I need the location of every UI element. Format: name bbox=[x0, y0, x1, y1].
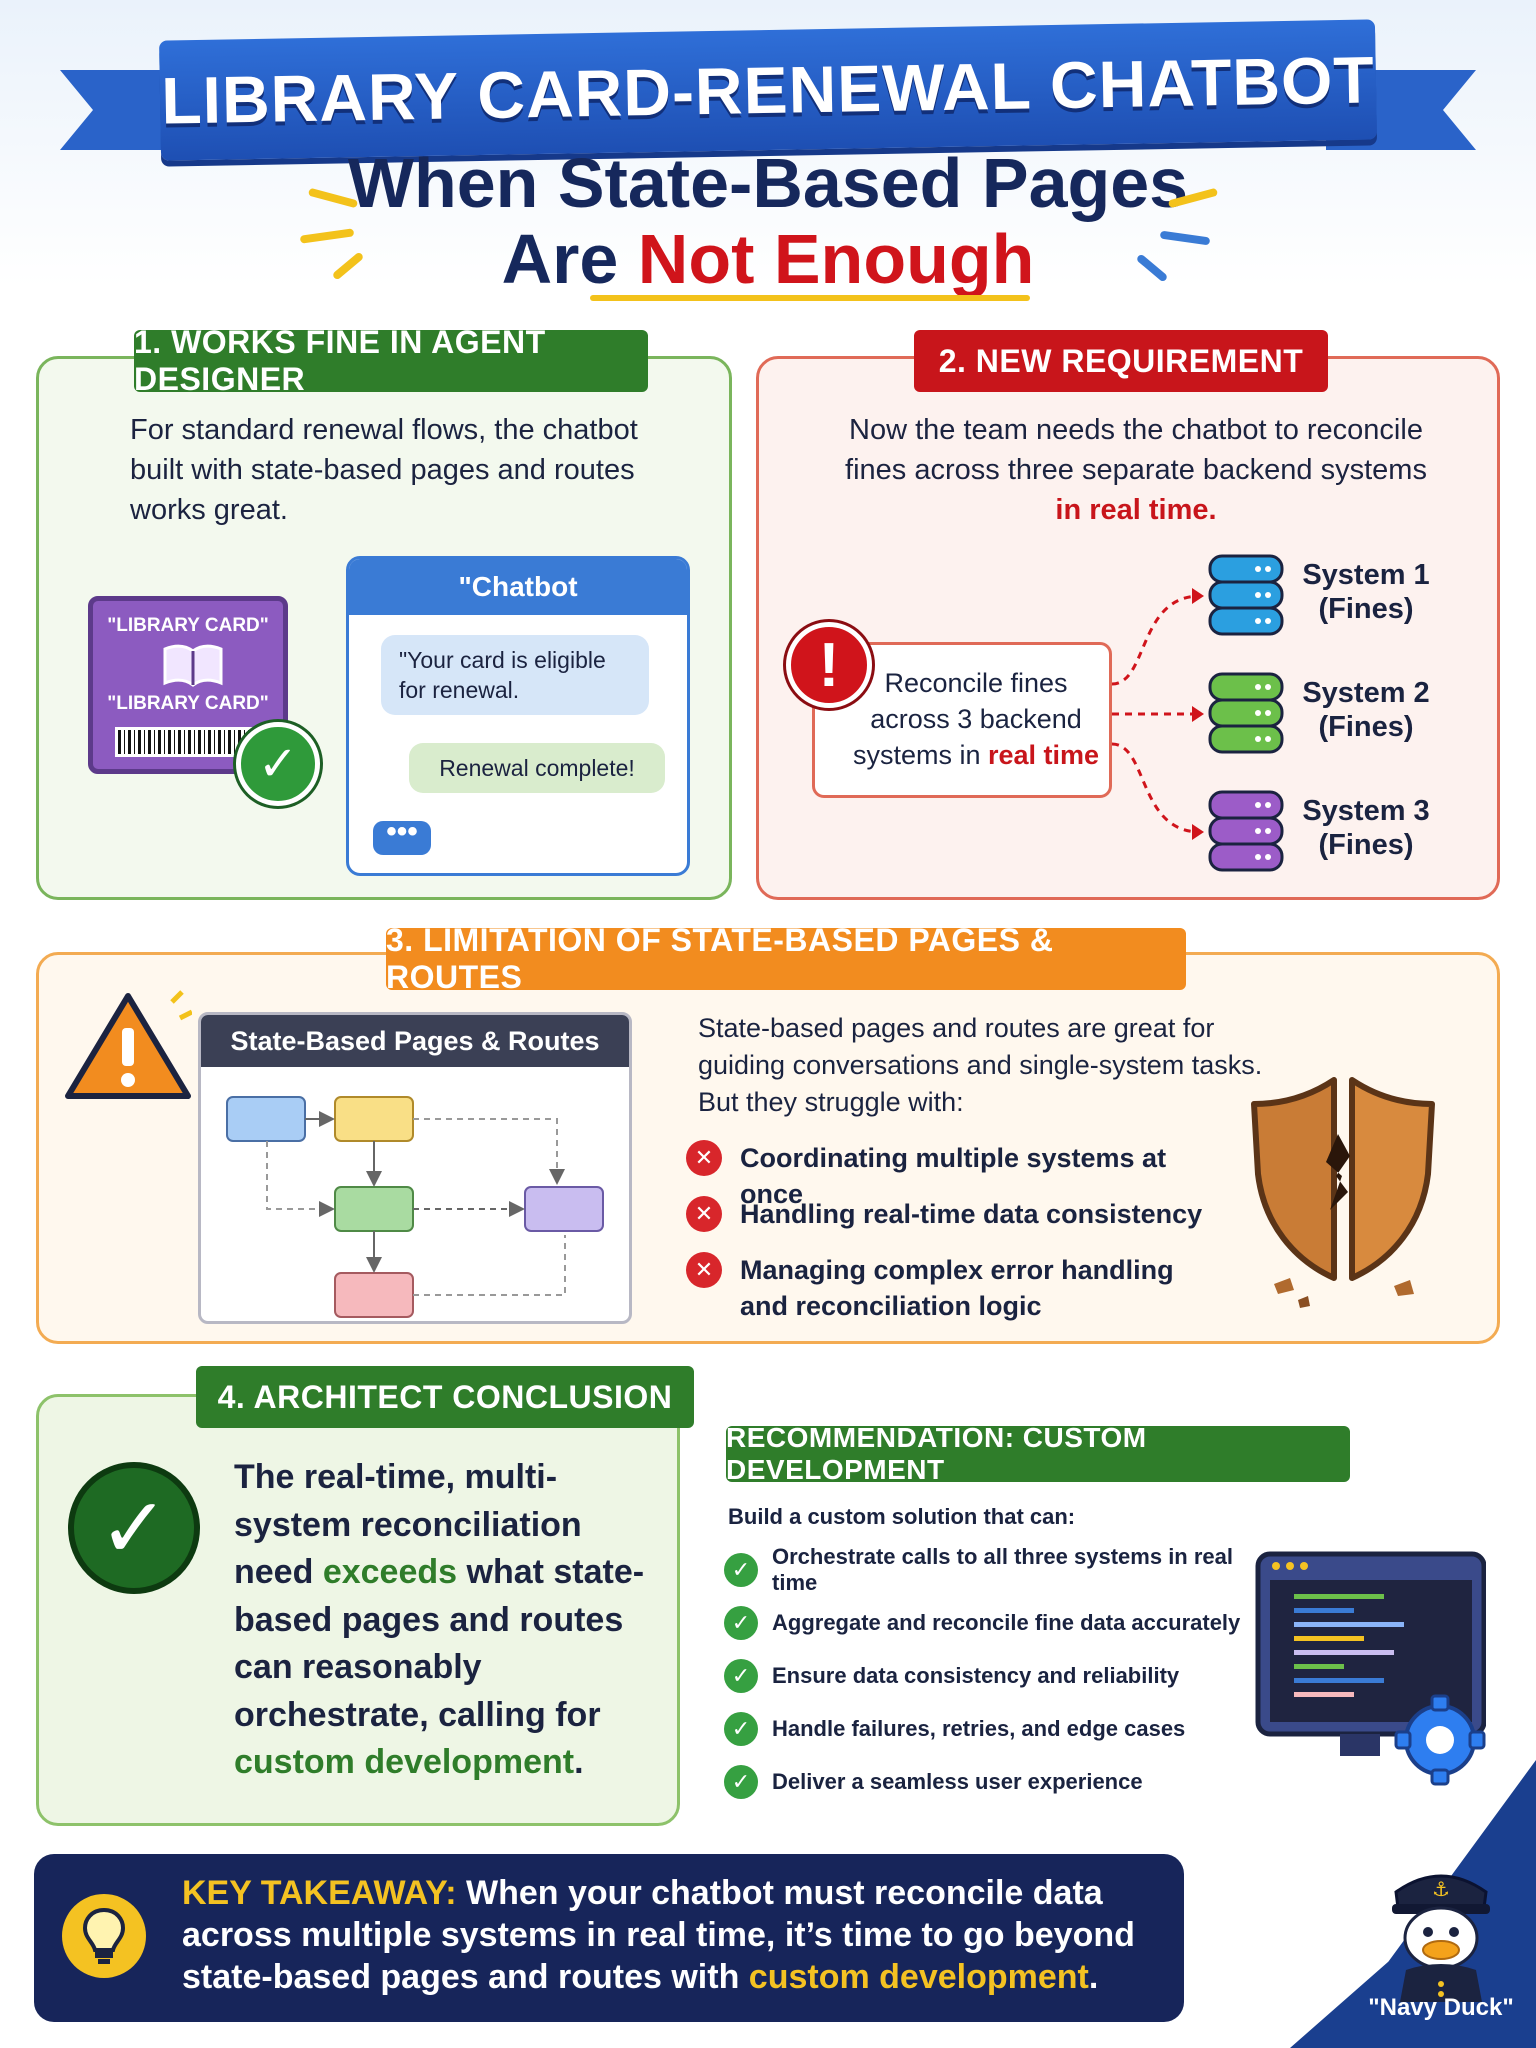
system-type: (Fines) bbox=[1318, 593, 1414, 625]
alert-icon: ! bbox=[786, 622, 872, 708]
reconcile-text: Reconcile fines across 3 backend systems… bbox=[852, 668, 1082, 770]
flow-node-purple bbox=[524, 1186, 604, 1232]
subtitle-line-2: Are Not Enough bbox=[0, 221, 1536, 297]
check-icon: ✓ bbox=[68, 1462, 200, 1594]
system-name: System 3 bbox=[1302, 795, 1430, 827]
flow-chart bbox=[226, 1096, 604, 1318]
recommendation-item: ✓ Orchestrate calls to all three systems … bbox=[724, 1544, 1264, 1595]
section-3-tag: 3. LIMITATION OF STATE-BASED PAGES & ROU… bbox=[386, 922, 1186, 995]
subtitle: When State-Based Pages Are Not Enough bbox=[0, 145, 1536, 297]
conclusion-highlight-exceeds: exceeds bbox=[322, 1553, 458, 1591]
system-name: System 2 bbox=[1302, 677, 1430, 709]
system-label: System 3(Fines) bbox=[1296, 794, 1436, 862]
navy-duck-mascot-icon: ⚓ bbox=[1392, 1874, 1490, 2002]
system-name: System 1 bbox=[1302, 559, 1430, 591]
conclusion-part-c: what state-based pages and routes can re… bbox=[234, 1553, 645, 1734]
section-1-text: For standard renewal flows, the chatbot … bbox=[130, 414, 638, 526]
recommendation-text: Orchestrate calls to all three systems i… bbox=[772, 1544, 1234, 1595]
section-2-text-highlight: in real time. bbox=[1055, 494, 1217, 526]
takeaway-end: . bbox=[1088, 1958, 1099, 1996]
svg-text:⚓: ⚓ bbox=[1432, 1877, 1450, 1901]
recommendation-text: Ensure data consistency and reliability bbox=[772, 1663, 1180, 1688]
section-2-text: Now the team needs the chatbot to reconc… bbox=[836, 410, 1436, 530]
flow-node-blue bbox=[226, 1096, 306, 1142]
database-icon bbox=[1206, 666, 1286, 758]
recommendation-text: Handle failures, retries, and edge cases bbox=[772, 1716, 1186, 1741]
takeaway-text: KEY TAKEAWAY: When your chatbot must rec… bbox=[182, 1872, 1172, 1998]
code-monitor-icon bbox=[1255, 1551, 1486, 1786]
section-4-tag: 4. ARCHITECT CONCLUSION bbox=[196, 1366, 694, 1428]
flow-node-green bbox=[334, 1186, 414, 1232]
mascot-name: "Navy Duck" bbox=[1368, 1994, 1514, 2021]
recommendation-tag: RECOMMENDATION: CUSTOM DEVELOPMENT bbox=[726, 1422, 1350, 1485]
build-text: Build a custom solution that can: bbox=[728, 1504, 1076, 1529]
check-icon: ✓ bbox=[724, 1606, 758, 1640]
takeaway-label: KEY TAKEAWAY: bbox=[182, 1874, 457, 1912]
limitation-text: State-based pages and routes are great f… bbox=[698, 1010, 1298, 1121]
struggle-item: ✕ Managing complex error handling and rec… bbox=[686, 1252, 1246, 1324]
typing-indicator: ••• bbox=[373, 817, 431, 855]
database-icon bbox=[1206, 548, 1286, 640]
system-type: (Fines) bbox=[1318, 711, 1414, 743]
flow-title: State-Based Pages & Routes bbox=[201, 1015, 629, 1067]
conclusion-end: . bbox=[574, 1743, 584, 1781]
struggle-text: Coordinating multiple systems at once bbox=[740, 1143, 1167, 1209]
lightbulb-icon bbox=[62, 1894, 146, 1978]
recommendation-item: ✓ Handle failures, retries, and edge case… bbox=[724, 1711, 1264, 1747]
section-new-requirement bbox=[756, 356, 1500, 900]
section-2-text-main: Now the team needs the chatbot to reconc… bbox=[845, 414, 1427, 486]
recommendation-item: ✓ Ensure data consistency and reliability bbox=[724, 1658, 1264, 1694]
warning-icon bbox=[65, 990, 192, 1099]
subtitle-line-1: When State-Based Pages bbox=[347, 144, 1189, 222]
takeaway-highlight: custom development bbox=[748, 1958, 1089, 1996]
reconcile-highlight: real time bbox=[987, 740, 1100, 770]
x-icon: ✕ bbox=[686, 1196, 722, 1232]
database-icon bbox=[1206, 784, 1286, 876]
subtitle-highlight: Not Enough bbox=[637, 220, 1035, 298]
recommendation-text: Aggregate and reconcile fine data accura… bbox=[772, 1610, 1241, 1635]
system-label: System 2(Fines) bbox=[1296, 676, 1436, 744]
x-icon: ✕ bbox=[686, 1140, 722, 1176]
connector-arrows bbox=[1111, 588, 1204, 840]
check-icon: ✓ bbox=[724, 1765, 758, 1799]
x-icon: ✕ bbox=[686, 1252, 722, 1288]
struggle-item: ✕ Coordinating multiple systems at once bbox=[686, 1140, 1246, 1212]
chat-bubble-eligible: "Your card is eligible for renewal. bbox=[381, 635, 649, 715]
check-icon: ✓ bbox=[724, 1712, 758, 1746]
conclusion-text: The real-time, multi-system reconciliati… bbox=[234, 1454, 664, 1787]
conclusion-part-a: The real-time, multi-system reconciliati… bbox=[234, 1458, 582, 1591]
chat-bubble-complete: Renewal complete! bbox=[409, 743, 665, 793]
struggle-item: ✕ Handling real-time data consistency bbox=[686, 1196, 1246, 1232]
flow-diagram: State-Based Pages & Routes bbox=[198, 1012, 632, 1324]
section-1-tag: 1. WORKS FINE IN AGENT DESIGNER bbox=[134, 324, 648, 397]
struggle-text: Managing complex error handling and reco… bbox=[740, 1255, 1174, 1321]
broken-shield-icon bbox=[1251, 1077, 1435, 1308]
takeaway-body: When your chatbot must reconcile data ac… bbox=[182, 1874, 1135, 1996]
check-icon: ✓ bbox=[236, 722, 320, 806]
flow-node-pink bbox=[334, 1272, 414, 1318]
title-banner: LIBRARY CARD-RENEWAL CHATBOT bbox=[159, 19, 1377, 161]
card-label-bottom: "LIBRARY CARD" bbox=[107, 693, 269, 714]
struggle-text: Handling real-time data consistency bbox=[740, 1199, 1203, 1229]
flow-node-yellow bbox=[334, 1096, 414, 1142]
chatbot-window: "Chatbot "Your card is eligible for rene… bbox=[346, 556, 690, 876]
card-label-top: "LIBRARY CARD" bbox=[107, 615, 269, 636]
key-takeaway-box bbox=[34, 1854, 1184, 2022]
check-icon: ✓ bbox=[724, 1553, 758, 1587]
recommendation-item: ✓ Deliver a seamless user experience bbox=[724, 1764, 1264, 1800]
check-icon: ✓ bbox=[724, 1659, 758, 1693]
book-icon bbox=[161, 643, 225, 696]
recommendation-text: Deliver a seamless user experience bbox=[772, 1769, 1143, 1794]
limitation-intro: State-based pages and routes are great f… bbox=[698, 1013, 1263, 1080]
subtitle-underline bbox=[590, 295, 1030, 301]
system-type: (Fines) bbox=[1318, 829, 1414, 861]
recommendation-item: ✓ Aggregate and reconcile fine data accur… bbox=[724, 1605, 1264, 1641]
system-label: System 1(Fines) bbox=[1296, 558, 1436, 626]
conclusion-highlight-custom: custom development bbox=[234, 1743, 575, 1781]
section-2-tag: 2. NEW REQUIREMENT bbox=[914, 330, 1328, 392]
chatbot-title: "Chatbot bbox=[349, 559, 687, 615]
limitation-but: But they struggle with: bbox=[698, 1087, 964, 1117]
page-title: LIBRARY CARD-RENEWAL CHATBOT bbox=[160, 42, 1376, 138]
subtitle-prefix: Are bbox=[501, 220, 638, 298]
